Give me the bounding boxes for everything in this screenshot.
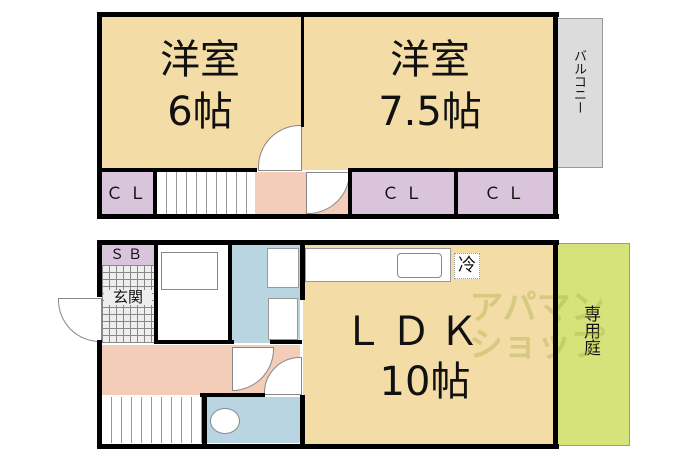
closet-1 <box>100 172 155 216</box>
ldk-size: 10帖 <box>379 359 471 405</box>
closet-2 <box>352 172 455 216</box>
room-western-7-5-size: 7.5帖 <box>378 89 482 135</box>
ldk-name: ＬＤＫ <box>343 309 487 355</box>
closet-3-label: ＣＬ <box>484 184 530 204</box>
shoe-box <box>102 245 154 265</box>
watermark: アパマンショップ <box>469 288 605 366</box>
private-garden-label: 専用庭 <box>580 305 600 356</box>
stairs-lower <box>102 397 202 443</box>
sink <box>397 253 442 278</box>
balcony: バルコニー <box>556 18 603 168</box>
entrance-door[interactable] <box>58 298 102 342</box>
bathtub <box>161 252 218 290</box>
washing-machine <box>267 248 299 288</box>
room-western-6-size: 6帖 <box>167 89 233 135</box>
room-western-6-name: 洋室 <box>160 37 240 83</box>
entrance-label: 玄関 <box>104 290 152 305</box>
fridge-label: 冷 <box>454 253 480 279</box>
balcony-label: バルコニー <box>571 49 586 114</box>
room-western-7-5-name: 洋室 <box>390 37 470 83</box>
toilet <box>210 408 240 434</box>
wash-basin <box>268 298 298 340</box>
closet-2-label: ＣＬ <box>382 184 428 204</box>
stairs-upper <box>157 172 255 216</box>
bathroom <box>157 245 232 342</box>
closet-3 <box>457 172 556 216</box>
room-western-7-5 <box>303 14 556 170</box>
private-garden <box>556 243 630 446</box>
shoe-box-label: ＳＢ <box>110 247 146 263</box>
closet-1-label: ＣＬ <box>106 184 152 204</box>
